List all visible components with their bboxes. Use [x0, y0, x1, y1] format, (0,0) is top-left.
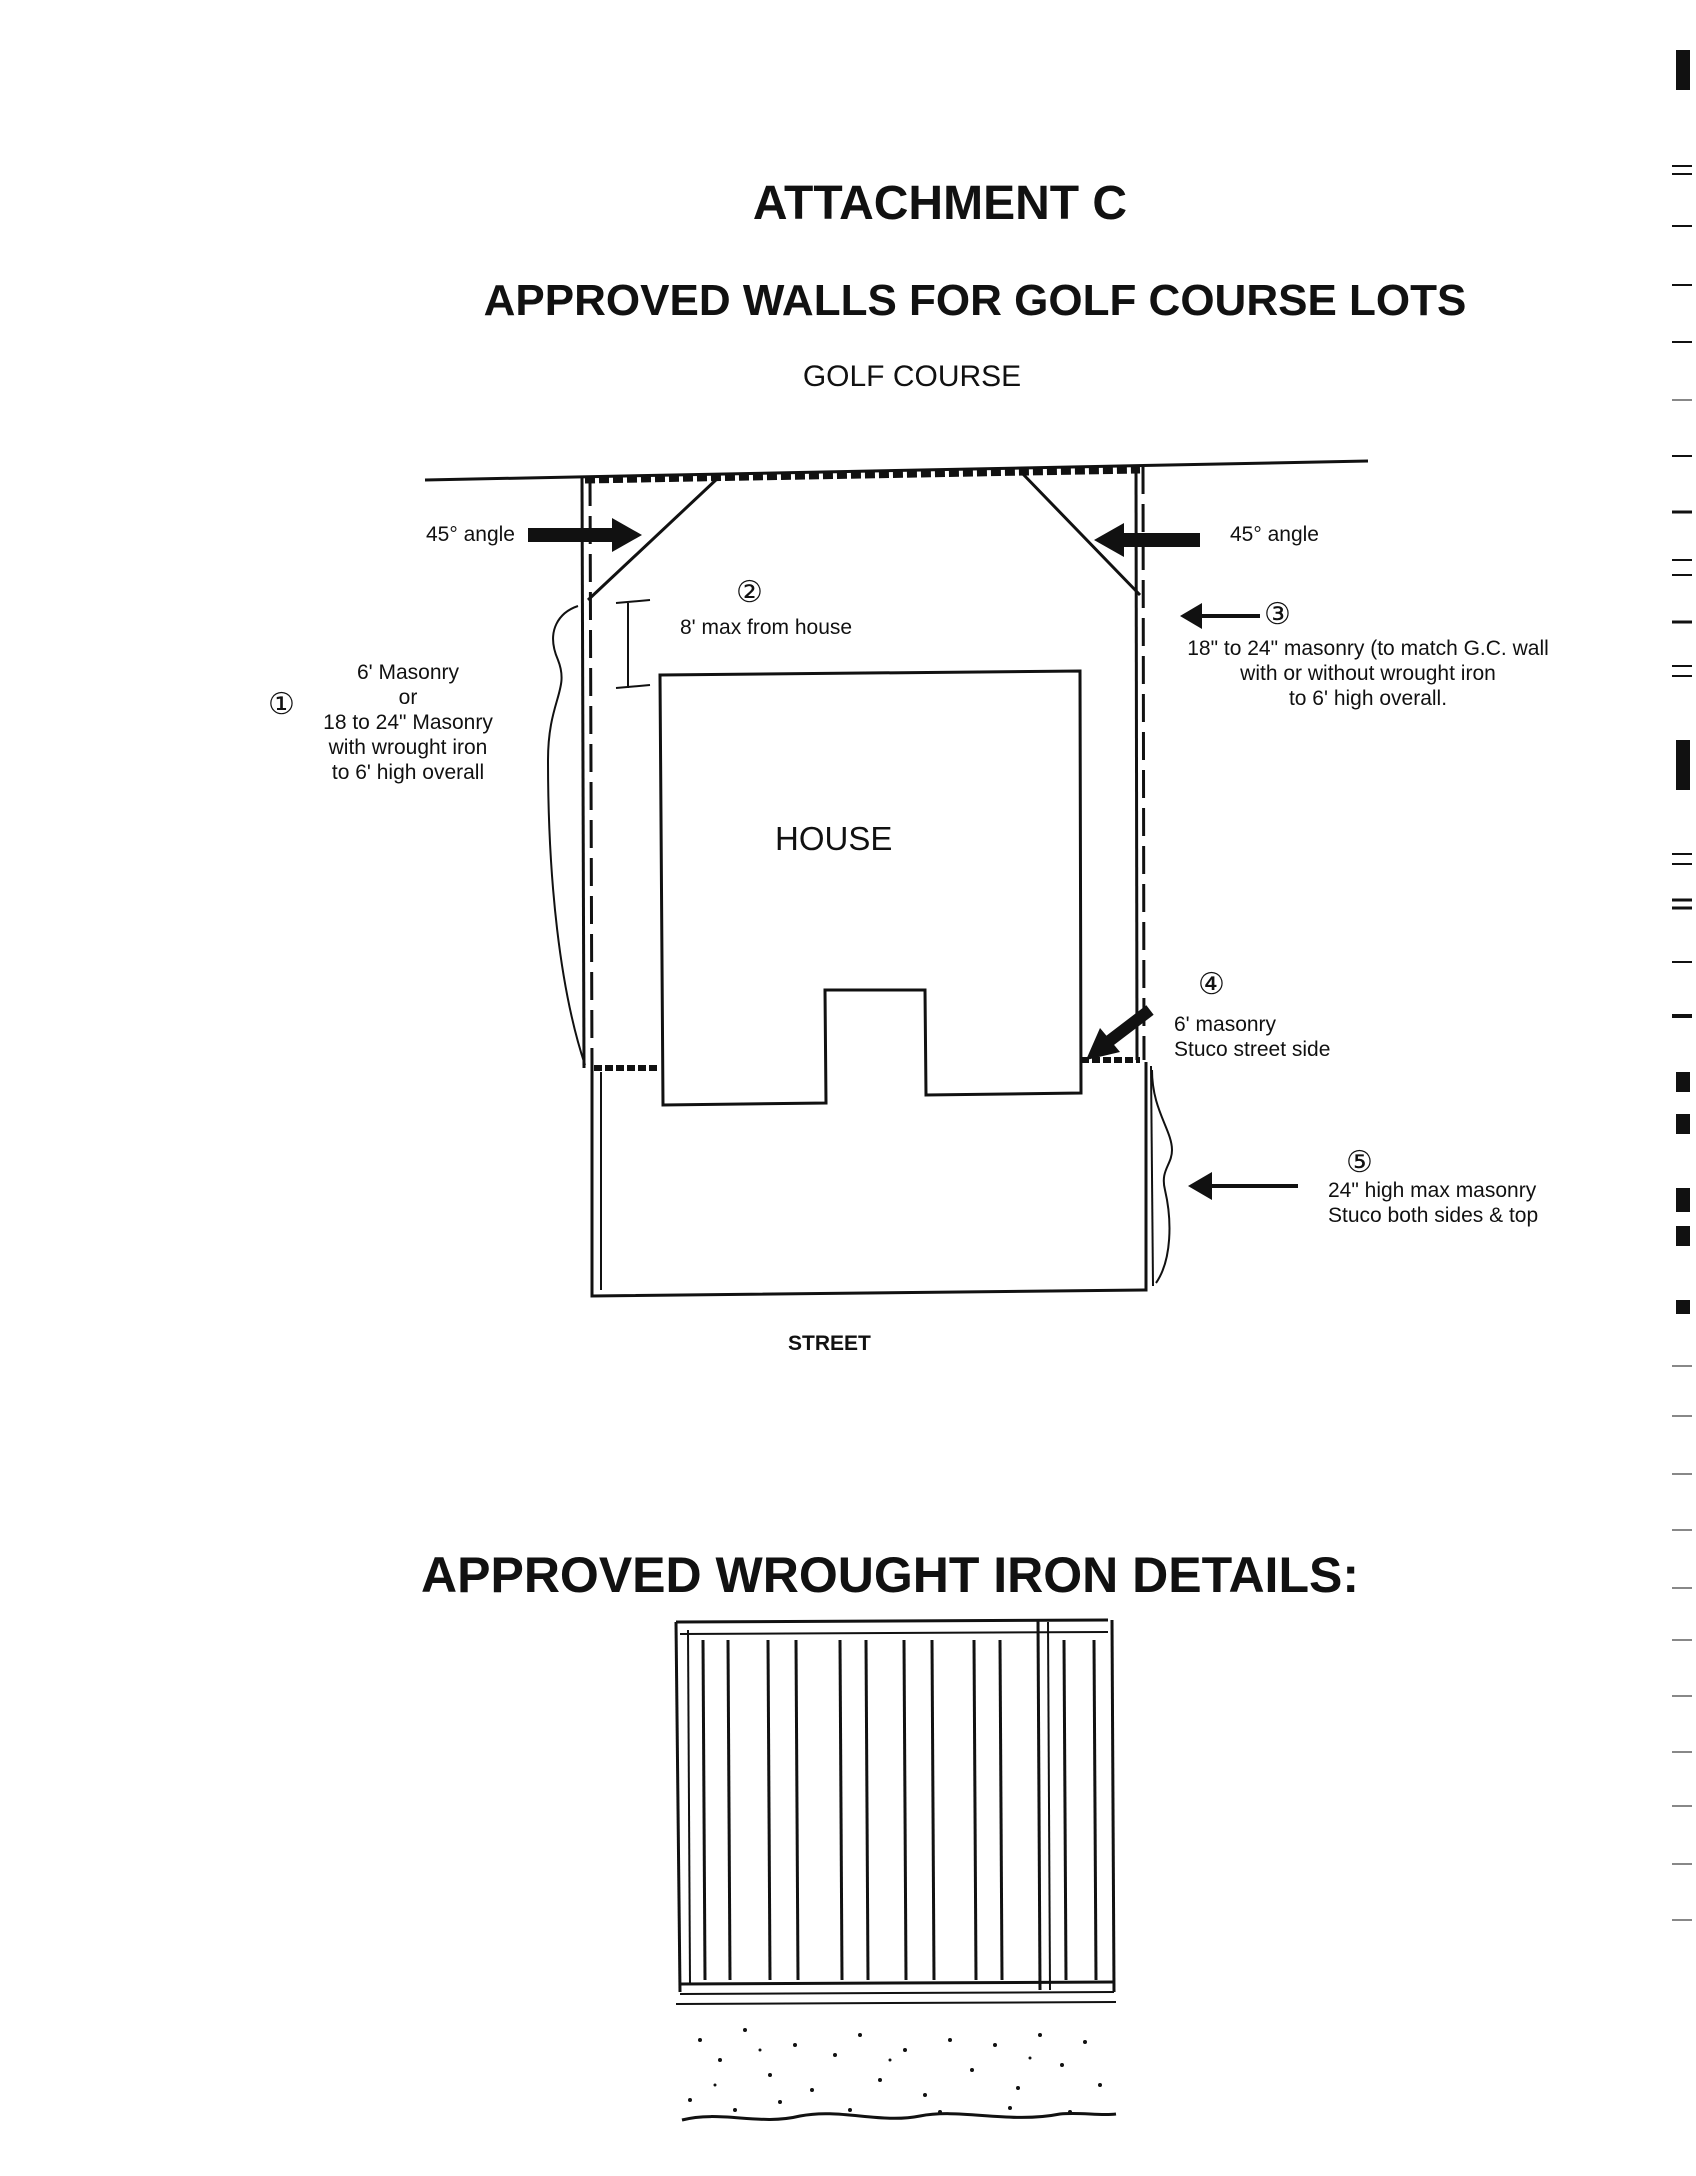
left-wall-brace [546, 605, 586, 1066]
callout-4-arrow-shaft [1104, 1005, 1154, 1047]
golf-course-boundary-line [424, 459, 1369, 482]
front-yard-wall [590, 1062, 1148, 1298]
callout-4-arrow-head [1086, 1028, 1120, 1060]
page-title: ATTACHMENT C [752, 177, 1128, 230]
left-45-degree-wall [586, 476, 720, 602]
callout-1-number: ① [268, 688, 295, 721]
dimension-8-feet [615, 599, 651, 689]
scan-edge-marks [1672, 50, 1692, 1921]
callout-5-number: ⑤ [1346, 1146, 1373, 1179]
callout-3-text: 18" to 24" masonry (to match G.C. wall w… [1187, 637, 1549, 710]
callout-3-arrow-head [1180, 603, 1202, 629]
house-outline [658, 669, 1083, 1107]
golf-course-label: GOLF COURSE [802, 360, 1022, 393]
callout-5-arrow-head [1188, 1172, 1212, 1200]
front-yard-wall-inner-right [1150, 1065, 1154, 1287]
ground-line [681, 2111, 1117, 2122]
page-subtitle: APPROVED WALLS FOR GOLF COURSE LOTS [483, 276, 1467, 325]
callout-2-number: ② [736, 576, 763, 609]
right-angle-arrow-head [1094, 523, 1124, 557]
callout-4-text: 6' masonry Stuco street side [1174, 1013, 1331, 1061]
callout-1-text: 6' Masonry or 18 to 24" Masonry with wro… [323, 661, 493, 784]
right-side-wall [1134, 465, 1146, 1061]
right-angle-label: 45° angle [1230, 523, 1319, 546]
callout-4-number: ④ [1198, 968, 1225, 1001]
street-label: STREET [788, 1332, 871, 1355]
callout-3-number: ③ [1264, 598, 1291, 631]
wrought-iron-pickets [701, 1639, 1098, 1981]
callout-5-text: 24" high max masonry Stuco both sides & … [1328, 1179, 1539, 1227]
wrought-iron-heading: APPROVED WROUGHT IRON DETAILS: [421, 1547, 1359, 1603]
right-45-degree-wall [1018, 469, 1142, 597]
masonry-base-texture [688, 2028, 1102, 2114]
house-label: HOUSE [775, 820, 893, 857]
left-angle-label: 45° angle [426, 523, 515, 546]
front-wall-brace [1151, 1069, 1174, 1284]
left-side-wall [580, 477, 594, 1069]
callout-2-text: 8' max from house [680, 616, 853, 639]
left-angle-arrow-head [612, 518, 642, 552]
rear-wall [584, 466, 1141, 484]
